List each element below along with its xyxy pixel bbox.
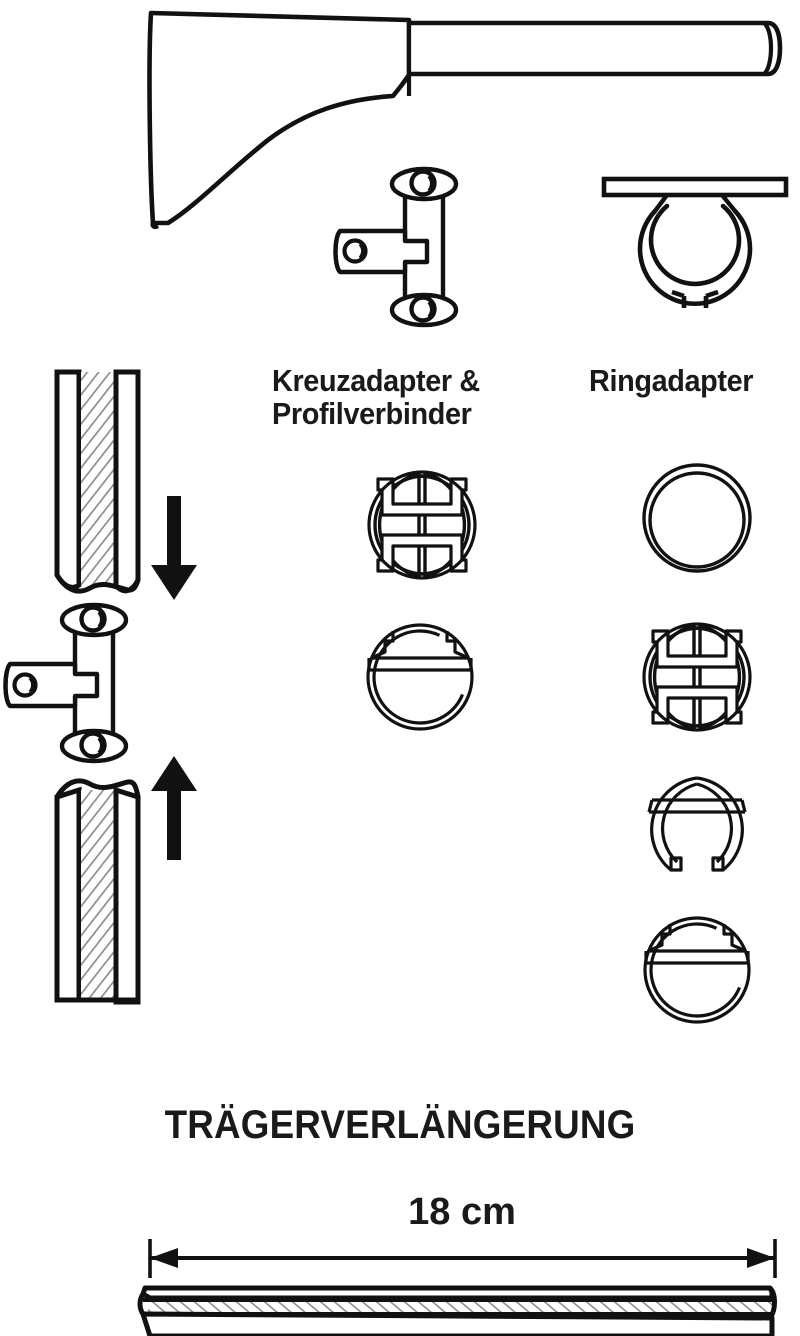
- cross-section-c-ring-left: [366, 623, 474, 731]
- label-kreuzadapter-profilverbinder: Kreuzadapter & Profilverbinder: [272, 363, 480, 431]
- cross-adapter-middle: [3, 602, 129, 764]
- cross-section-h-profile-right: [642, 622, 752, 732]
- rail-segment-lower: [54, 778, 141, 1005]
- arrow-up-icon: [151, 756, 197, 860]
- rail-segment-upper: [54, 369, 141, 594]
- wall-bracket-with-arm: [147, 10, 783, 230]
- arrow-down-icon: [151, 496, 197, 600]
- extension-rail: [137, 1285, 777, 1336]
- label-ringadapter: Ringadapter: [589, 363, 754, 398]
- cross-section-c-ring-gap-bottom: [647, 776, 747, 872]
- cross-section-plain-ring: [642, 463, 752, 573]
- cross-section-c-ring-gap-top: [643, 916, 751, 1024]
- dimension-label: 18 cm: [408, 1191, 516, 1233]
- cross-adapter-top: [333, 166, 459, 328]
- page-title: TRÄGERVERLÄNGERUNG: [164, 1103, 636, 1147]
- dimension-arrow: [148, 1239, 777, 1278]
- ring-adapter-top: [601, 176, 789, 308]
- cross-section-h-profile-left: [367, 470, 477, 580]
